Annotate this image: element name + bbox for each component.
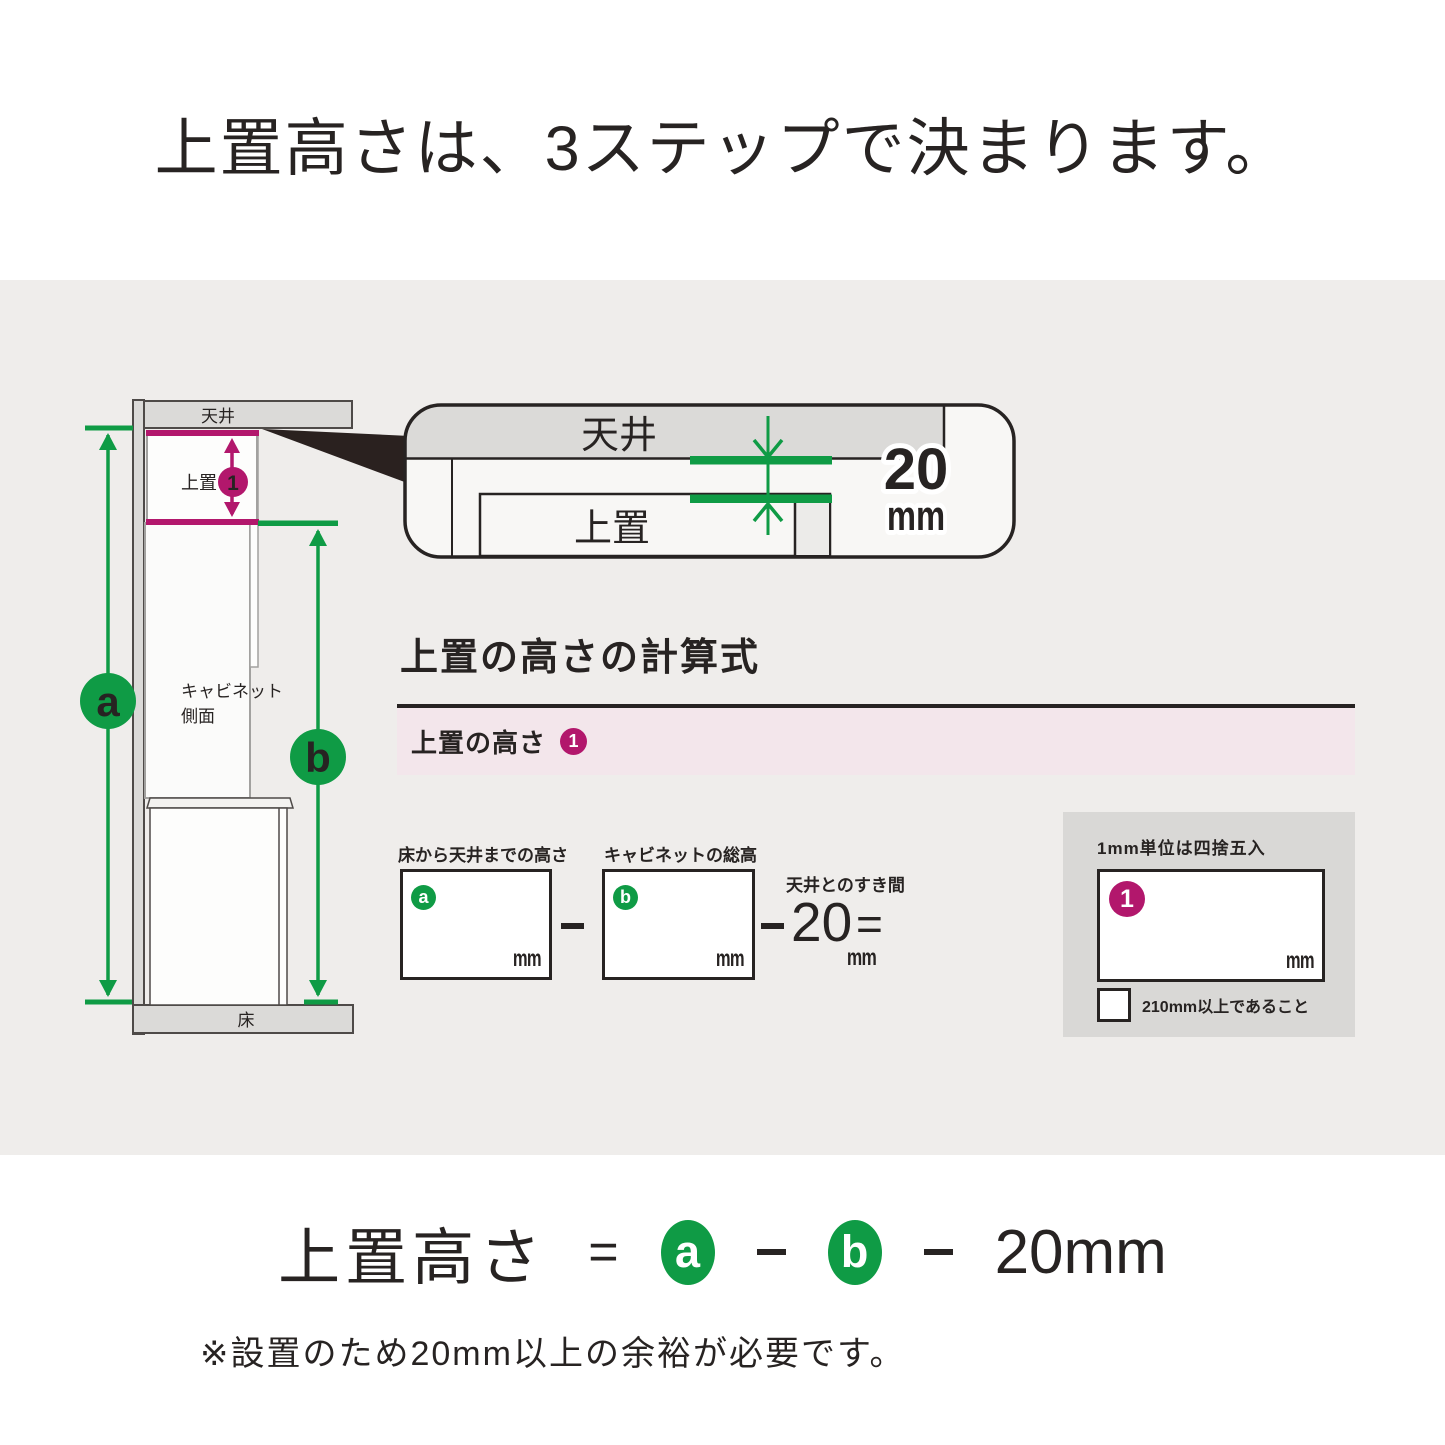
cabinet-label-line1: キャビネット — [181, 682, 283, 701]
measure-a-arrowhead-up — [99, 433, 117, 450]
ceiling-gap-label: 天井とのすき間 — [786, 876, 905, 895]
minus-sign-2 — [761, 923, 784, 929]
badge-a-circle — [80, 673, 136, 729]
measure-b-arrowhead-down — [309, 980, 327, 997]
measure-b-arrowhead-up — [309, 529, 327, 546]
magenta-arrowhead-down — [224, 502, 240, 517]
summary-badge-a: a — [660, 1219, 715, 1285]
lower-cabinet-body — [149, 807, 288, 1006]
measure-a-arrowhead-down — [99, 980, 117, 997]
upper-unit-badge-circle — [218, 467, 248, 497]
checkbox-icon — [1097, 988, 1131, 1022]
callout-upper-unit-box — [478, 492, 832, 558]
measure-a-top-cap — [85, 425, 133, 431]
summary-badge-b: b — [827, 1219, 882, 1285]
countertop — [145, 797, 295, 809]
equals-sign: = — [856, 898, 883, 950]
box-a-badge: a — [411, 885, 436, 910]
callout-ceiling-fill — [405, 405, 945, 458]
summary-minus-2 — [923, 1249, 953, 1255]
measure-b-top-cap — [258, 520, 338, 526]
input-box-a: a mm — [400, 869, 552, 980]
ceiling-gap-value: 20 — [791, 891, 853, 953]
room-structure: 天井 床 — [132, 399, 354, 1035]
callout-pointer-wedge — [262, 429, 410, 484]
callout-gap-top-line — [690, 456, 832, 465]
summary-formula: 上置高さ = a b 20mm — [0, 1214, 1445, 1294]
ceiling-gap-unit: mm — [846, 944, 877, 970]
badge-b-letter: b — [305, 734, 331, 781]
floor-label: 床 — [238, 1011, 255, 1030]
box-b-label: キャビネットの総高 — [604, 846, 757, 865]
magenta-arrowhead-up — [224, 438, 240, 453]
magenta-top-line — [146, 430, 259, 436]
measure-b: b — [258, 520, 346, 1005]
cabinet-structure: キャビネット 側面 — [144, 432, 295, 1006]
minimum-height-check-label: 210mm以上であること — [1142, 999, 1309, 1016]
callout-upper-label: 上置 — [574, 508, 650, 550]
result-rounding-label: 1mm単位は四捨五入 — [1097, 839, 1266, 858]
badge-a-letter: a — [96, 678, 120, 725]
box-b-badge: b — [613, 885, 638, 910]
formula-heading: 上置の高さの計算式 — [400, 637, 761, 679]
heading-rule — [397, 704, 1355, 708]
callout-gap-chevron-down — [752, 438, 784, 460]
summary-equals: = — [588, 1223, 619, 1281]
upper-unit-label: 上置 — [181, 473, 217, 493]
magenta-bottom-line — [146, 519, 259, 525]
callout-ceiling-label: 天井 — [581, 415, 657, 457]
input-box-b: b mm — [602, 869, 755, 980]
gap-detail-callout: 天井 上置 20 mm — [403, 403, 1016, 559]
formula-subheader-label: 上置の高さ — [411, 728, 547, 758]
callout-gap-chevron-up — [752, 501, 784, 523]
upper-unit-badge-number: 1 — [227, 472, 239, 495]
formula-subheader-badge: 1 — [560, 728, 588, 755]
ceiling-bar — [143, 400, 353, 429]
box-a-label: 床から天井までの高さ — [398, 846, 568, 865]
callout-gap-value: 20 — [884, 437, 949, 502]
callout-border — [403, 403, 1016, 559]
page-title: 上置高さは、3ステップで決まります。 — [154, 114, 1291, 184]
measure-a-bottom-cap — [85, 999, 132, 1005]
result-badge: 1 — [1109, 881, 1145, 917]
wall-strip — [132, 399, 145, 1035]
summary-minus-1 — [756, 1249, 786, 1255]
badge-b-circle — [290, 729, 346, 785]
callout-upper-unit-edge-strip — [796, 496, 829, 555]
installation-note: ※設置のため20mm以上の余裕が必要です。 — [200, 1335, 906, 1373]
minimum-height-check-row: 210mm以上であること — [1097, 988, 1309, 1022]
measure-a: a — [80, 425, 136, 1005]
upper-unit-height-marks: 1 上置 — [146, 430, 259, 525]
cabinet-side-panel — [144, 522, 251, 799]
minus-sign-1 — [561, 923, 584, 929]
box-a-unit: mm — [512, 945, 542, 971]
callout-gap-bottom-line — [690, 494, 832, 503]
result-unit: mm — [1285, 947, 1315, 973]
measure-b-bottom-cap — [304, 999, 338, 1005]
summary-lhs: 上置高さ — [278, 1224, 547, 1293]
result-panel: 1mm単位は四捨五入 1 mm 210mm以上であること — [1063, 812, 1355, 1037]
ceiling-label: 天井 — [201, 407, 235, 426]
formula-subheader-band: 上置の高さ 1 — [397, 708, 1355, 775]
result-box: 1 mm — [1097, 869, 1325, 982]
box-b-unit: mm — [715, 945, 745, 971]
cabinet-label-line2: 側面 — [181, 707, 215, 726]
summary-rhs: 20mm — [994, 1217, 1167, 1287]
callout-gap-unit: mm — [887, 492, 945, 539]
floor-bar — [132, 1004, 354, 1034]
